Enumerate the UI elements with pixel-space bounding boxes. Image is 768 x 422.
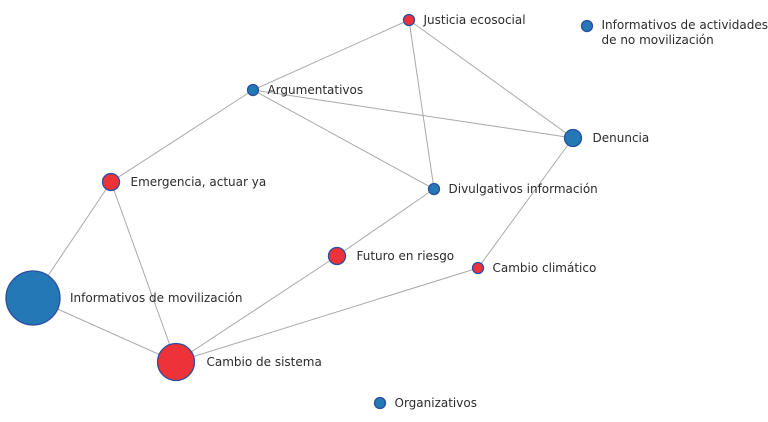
edge-justicia-denuncia: [408, 19, 574, 139]
node-label-cambio_sistema: Cambio de sistema: [207, 355, 322, 369]
node-label-emergencia: Emergencia, actuar ya: [131, 175, 267, 189]
node-label-informativos_no_mov-line0: Informativos de actividades: [602, 18, 768, 32]
node-denuncia[interactable]: Denuncia: [563, 128, 650, 148]
node-circle-cambio_climatico[interactable]: [471, 261, 485, 275]
node-divulgativos[interactable]: Divulgativos información: [427, 182, 598, 196]
node-cambio_sistema[interactable]: Cambio de sistema: [156, 342, 322, 382]
edge-cambio_sistema-cambio_climatico: [175, 267, 479, 363]
node-justicia[interactable]: Justicia ecosocial: [402, 13, 526, 27]
node-label-denuncia: Denuncia: [593, 131, 650, 145]
node-label-informativos_mov: Informativos de movilización: [70, 291, 243, 305]
node-argumentativos[interactable]: Argumentativos: [246, 83, 364, 97]
edges-layer: [32, 19, 574, 363]
edge-argumentativos-emergencia: [110, 89, 254, 183]
edge-futuro-cambio_sistema: [175, 255, 338, 363]
node-circle-informativos_mov[interactable]: [5, 270, 61, 326]
node-circle-divulgativos[interactable]: [427, 182, 441, 196]
node-label-organizativos: Organizativos: [395, 396, 477, 410]
node-circle-emergencia[interactable]: [101, 172, 121, 192]
node-informativos_mov[interactable]: Informativos de movilización: [5, 270, 243, 326]
edge-emergencia-cambio_sistema: [110, 181, 177, 363]
edge-divulgativos-futuro: [336, 188, 435, 257]
edge-justicia-divulgativos: [408, 19, 435, 190]
node-circle-denuncia[interactable]: [563, 128, 583, 148]
node-circle-informativos_no_mov[interactable]: [580, 19, 594, 33]
node-circle-cambio_sistema[interactable]: [156, 342, 196, 382]
node-futuro[interactable]: Futuro en riesgo: [327, 246, 455, 266]
edge-justicia-argumentativos: [252, 19, 410, 91]
node-organizativos[interactable]: Organizativos: [373, 396, 477, 410]
edge-denuncia-cambio_climatico: [477, 137, 574, 269]
node-label-cambio_climatico: Cambio climático: [493, 261, 597, 275]
node-label-justicia: Justicia ecosocial: [423, 13, 526, 27]
edge-argumentativos-divulgativos: [252, 89, 435, 190]
node-label-argumentativos: Argumentativos: [268, 83, 364, 97]
node-circle-argumentativos[interactable]: [246, 83, 260, 97]
node-circle-justicia[interactable]: [402, 13, 416, 27]
node-cambio_climatico[interactable]: Cambio climático: [471, 261, 597, 275]
node-label-informativos_no_mov-line1: de no movilización: [602, 33, 714, 47]
node-circle-organizativos[interactable]: [373, 396, 387, 410]
nodes-layer: Justicia ecosocial Informativos de activi…: [5, 13, 768, 410]
node-label-futuro: Futuro en riesgo: [357, 249, 455, 263]
edge-argumentativos-denuncia: [252, 89, 574, 139]
node-label-divulgativos: Divulgativos información: [449, 182, 598, 196]
node-emergencia[interactable]: Emergencia, actuar ya: [101, 172, 267, 192]
node-circle-futuro[interactable]: [327, 246, 347, 266]
